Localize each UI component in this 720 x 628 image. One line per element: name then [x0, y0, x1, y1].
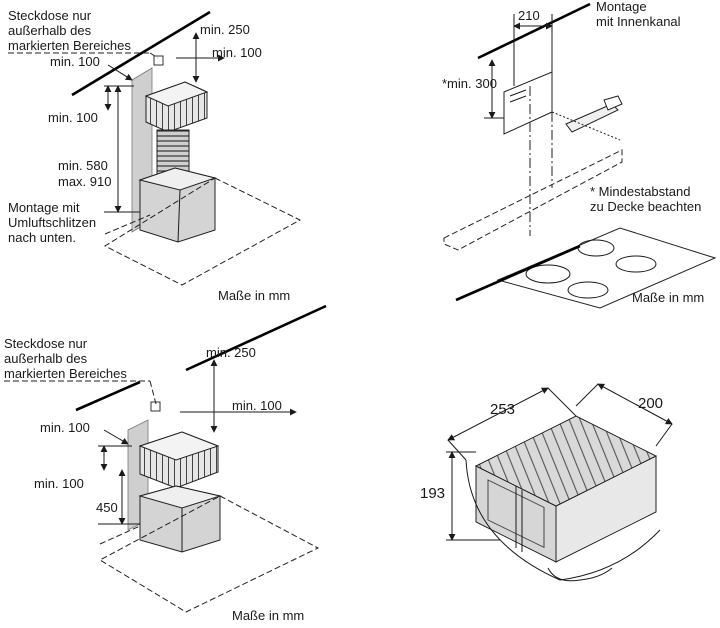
cooktop-zone	[615, 255, 657, 273]
ext-line	[655, 423, 673, 447]
mount-note-line3: nach unten.	[8, 230, 76, 245]
dim-min100-right: min. 100	[232, 398, 282, 413]
units-label: Maße in mm	[218, 288, 290, 303]
leader-line	[149, 380, 157, 405]
filter-box-top	[138, 431, 220, 461]
socket-icon	[153, 55, 164, 66]
ceiling-line-left	[75, 380, 141, 412]
dim-min580: min. 580	[58, 158, 108, 173]
cooktop-zone	[525, 264, 571, 284]
units-label: Maße in mm	[632, 290, 704, 305]
canopy-outline	[103, 177, 302, 286]
panel-bottom-left: Steckdose nur außerhalb des markierten B…	[4, 304, 327, 623]
ext-line	[575, 383, 599, 407]
bracket-tab	[603, 95, 623, 111]
dim-min100-right: min. 100	[212, 45, 262, 60]
base-flange	[547, 567, 613, 582]
socket-note-line1: Steckdose nur	[8, 8, 92, 23]
dim-min250: min. 250	[206, 345, 256, 360]
dim-min100-side: min. 100	[34, 476, 84, 491]
dim-min300: *min. 300	[442, 76, 497, 91]
canopy-outline	[98, 495, 320, 613]
panel-bottom-right: 253 200 193	[420, 383, 673, 582]
socket-note-line2: außerhalb des	[8, 23, 92, 38]
units-label: Maße in mm	[232, 608, 304, 623]
hood-edge	[177, 189, 181, 243]
mounting-plate	[503, 71, 553, 135]
plate-slot	[509, 89, 527, 97]
ext-line	[447, 439, 467, 461]
ceiling-line	[71, 10, 211, 97]
plate-slot	[509, 95, 527, 103]
dim-line-200	[597, 383, 673, 425]
ceiling-note-line2: zu Decke beachten	[590, 199, 701, 214]
hidden-line	[551, 111, 621, 141]
socket-note-line1: Steckdose nur	[4, 336, 88, 351]
dim-min100-left: min. 100	[50, 54, 100, 69]
filter-box-top	[144, 81, 209, 107]
dim-line-100-left	[107, 64, 133, 81]
dim-max910: max. 910	[58, 174, 111, 189]
mount-note-line1: Montage mit	[8, 200, 80, 215]
panel-top-right: 210 Montage mit Innenkanal *min. 300 * M…	[442, 0, 717, 309]
dim-min100-left: min. 100	[40, 420, 90, 435]
wall-bracket	[565, 103, 619, 133]
panel-top-left: Steckdose nur außerhalb des markierten B…	[8, 8, 302, 303]
dim-210: 210	[518, 8, 540, 23]
title-line1: Montage	[596, 0, 647, 14]
title-line2: mit Innenkanal	[596, 14, 681, 29]
cooktop-zone	[567, 281, 609, 299]
canopy-outline	[443, 149, 623, 251]
socket-note-line2: außerhalb des	[4, 351, 88, 366]
ceiling-line	[185, 304, 327, 372]
socket-note-line3: markierten Bereiches	[4, 366, 127, 381]
dim-200: 200	[638, 395, 663, 412]
dim-line-100-left	[103, 429, 129, 445]
dim-450: 450	[96, 500, 118, 515]
base-ring	[465, 459, 661, 581]
mount-note-line2: Umluftschlitzen	[8, 215, 96, 230]
dim-253: 253	[490, 401, 515, 418]
leader-line	[149, 52, 159, 59]
socket-note-line3: markierten Bereiches	[8, 38, 131, 53]
ceiling-note-line1: * Mindestabstand	[590, 184, 690, 199]
counter-edge	[455, 244, 581, 302]
dim-min100-side: min. 100	[48, 110, 98, 125]
dim-193: 193	[420, 485, 445, 502]
ext-line	[547, 387, 577, 417]
dim-min250: min. 250	[200, 22, 250, 37]
dim-line-253	[447, 387, 549, 441]
ceiling-line	[477, 2, 591, 60]
